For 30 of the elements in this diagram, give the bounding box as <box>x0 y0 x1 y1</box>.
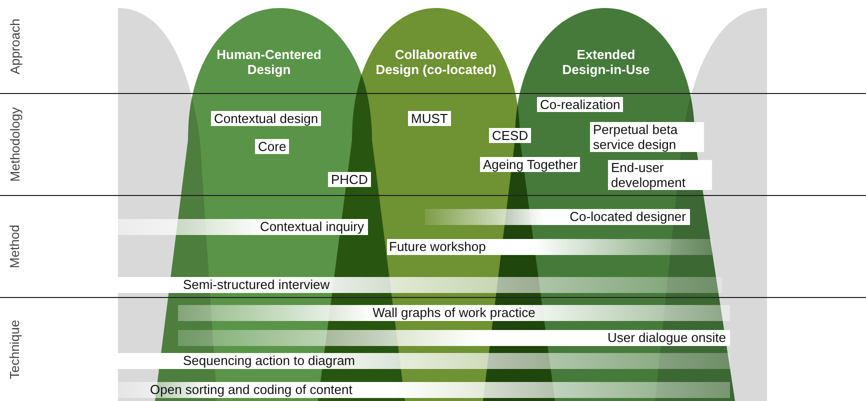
methodology-label: Perpetual beta service design <box>590 122 704 152</box>
bar-label: Sequencing action to diagram <box>183 353 356 369</box>
approach-title: Extended Design-in-Use <box>561 47 651 77</box>
gradient-bar <box>178 305 730 321</box>
bar-label: Wall graphs of work practice <box>372 305 536 321</box>
methodology-label: Co-realization <box>537 97 624 112</box>
row-heading: Technique <box>8 319 22 379</box>
bar-label: Contextual inquiry <box>260 219 364 235</box>
methodology-label: Core <box>255 139 290 154</box>
bar-label: User dialogue onsite <box>607 330 726 346</box>
bar-label: Open sorting and coding of content <box>150 382 352 398</box>
bar-label: Co-located designer <box>570 209 686 225</box>
row-heading: Methodology <box>8 106 22 182</box>
gradient-bar <box>118 277 722 293</box>
gradient-bar <box>118 382 730 398</box>
row-heading: Method <box>8 224 22 268</box>
methodology-label: Contextual design <box>211 111 322 126</box>
methodology-label: PHCD <box>328 172 371 187</box>
methodology-label: MUST <box>408 111 451 126</box>
gradient-bar <box>118 353 730 369</box>
row-heading: Approach <box>8 18 22 74</box>
bar-label: Semi-structured interview <box>183 277 330 293</box>
gradient-bar <box>425 209 690 225</box>
methodology-label: End-user development <box>608 160 712 190</box>
approach-title: Collaborative Design (co-located) <box>374 47 498 77</box>
approach-title: Human-Centered Design <box>216 47 322 77</box>
gradient-bar <box>178 330 730 346</box>
gradient-bar <box>387 239 712 255</box>
bar-label: Future workshop <box>389 239 486 255</box>
gradient-bar <box>118 219 368 235</box>
